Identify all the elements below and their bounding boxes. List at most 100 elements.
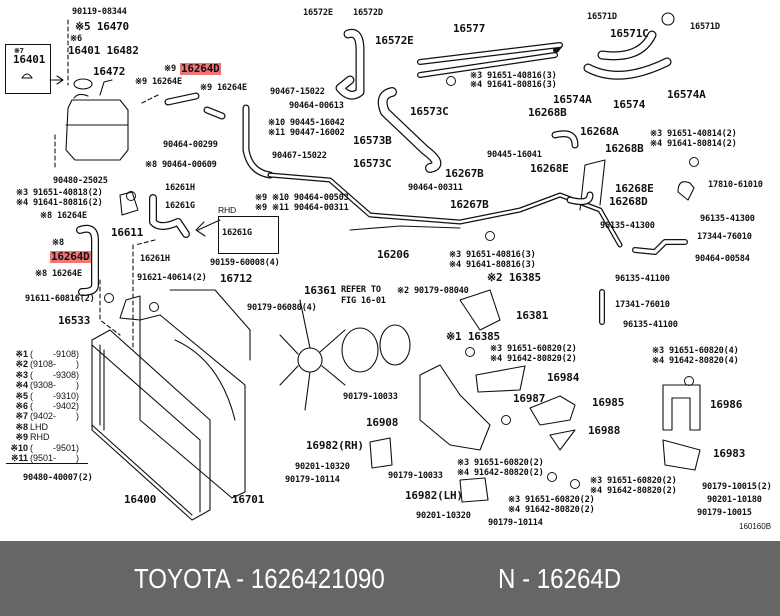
- part-label[interactable]: 16381: [516, 309, 549, 322]
- part-label[interactable]: 16267B: [450, 198, 489, 211]
- part-label[interactable]: 16261G: [165, 201, 195, 211]
- part-label[interactable]: ※5 16470: [75, 20, 129, 33]
- part-label[interactable]: 16206: [377, 248, 410, 261]
- part-label[interactable]: 16574A: [553, 93, 592, 106]
- part-label[interactable]: 90480-40007(2): [23, 473, 93, 483]
- part-label[interactable]: 16573B: [353, 134, 392, 147]
- part-label[interactable]: ※1 16385: [446, 330, 500, 343]
- part-label[interactable]: 90159-60008(4): [210, 258, 280, 268]
- part-label[interactable]: 16572D: [353, 8, 383, 18]
- part-label[interactable]: ※10 90445-16042: [268, 118, 345, 128]
- part-label[interactable]: 90179-10033: [388, 471, 443, 481]
- cap-box-part[interactable]: 16401: [13, 53, 46, 66]
- part-label[interactable]: 16261H: [140, 254, 170, 264]
- part-label[interactable]: 90464-00584: [695, 254, 750, 264]
- part-label[interactable]: ※3 91651-40814(2): [650, 129, 737, 139]
- part-label[interactable]: 16268E: [530, 162, 569, 175]
- highlighted-part-label[interactable]: 16264D: [50, 250, 91, 263]
- part-label[interactable]: 16571D: [587, 12, 617, 22]
- part-label[interactable]: 16712: [220, 272, 253, 285]
- part-label[interactable]: 90480-25025: [53, 176, 108, 186]
- part-label[interactable]: 90179-10114: [488, 518, 543, 528]
- part-label[interactable]: 90179-10015(2): [702, 482, 772, 492]
- part-label[interactable]: 16577: [453, 22, 486, 35]
- part-label[interactable]: FIG 16-01: [341, 296, 386, 306]
- part-label[interactable]: 16574: [613, 98, 646, 111]
- part-label[interactable]: REFER TO: [341, 285, 381, 295]
- part-label[interactable]: ※3 91651-40818(2): [16, 188, 103, 198]
- part-label[interactable]: 91611-60816(2): [25, 294, 95, 304]
- part-label[interactable]: 16572E: [375, 34, 414, 47]
- part-label[interactable]: 90445-16041: [487, 150, 542, 160]
- part-label[interactable]: ※8 16264E: [35, 269, 82, 279]
- part-label[interactable]: 91621-40614(2): [137, 273, 207, 283]
- part-label[interactable]: 16985: [592, 396, 625, 409]
- part-label[interactable]: ※3 91651-60820(2): [508, 495, 595, 505]
- part-label[interactable]: 96135-41100: [615, 274, 670, 284]
- rhd-box-part[interactable]: 16261G: [222, 228, 252, 238]
- part-label[interactable]: 16533: [58, 314, 91, 327]
- part-label[interactable]: ※3 91651-60820(2): [590, 476, 677, 486]
- part-label[interactable]: ※4 91641-80814(2): [650, 139, 737, 149]
- part-label[interactable]: 90179-06080(4): [247, 303, 317, 313]
- part-label[interactable]: ※4 91642-80820(2): [490, 354, 577, 364]
- part-label[interactable]: ※3 91651-60820(4): [652, 346, 739, 356]
- part-label[interactable]: 96135-41100: [623, 320, 678, 330]
- part-label[interactable]: 96135-41300: [700, 214, 755, 224]
- part-label[interactable]: 16268A: [580, 125, 619, 138]
- part-label[interactable]: ※4 91642-80820(2): [508, 505, 595, 515]
- part-label[interactable]: ※4 91641-80816(2): [16, 198, 103, 208]
- part-label[interactable]: 16261H: [165, 183, 195, 193]
- part-label[interactable]: ※4 91641-80816(3): [449, 260, 536, 270]
- part-label[interactable]: 16574A: [667, 88, 706, 101]
- part-label[interactable]: 16611: [111, 226, 144, 239]
- part-label[interactable]: 90467-15022: [270, 87, 325, 97]
- part-label[interactable]: ※3 91651-40816(3): [470, 71, 557, 81]
- part-label[interactable]: 16361: [304, 284, 337, 297]
- part-label[interactable]: 16572E: [303, 8, 333, 18]
- part-label[interactable]: ※9 16264E: [135, 77, 182, 87]
- part-label[interactable]: 90464-00311: [408, 183, 463, 193]
- part-label[interactable]: 16401 16482: [68, 44, 139, 57]
- part-label[interactable]: ※8 90464-00609: [145, 160, 217, 170]
- part-label[interactable]: ※2 90179-08040: [397, 286, 469, 296]
- part-label[interactable]: 16988: [588, 424, 621, 437]
- part-label[interactable]: 16573C: [353, 157, 392, 170]
- part-label[interactable]: 16472: [93, 65, 126, 78]
- part-label[interactable]: 90179-10015: [697, 508, 752, 518]
- part-label[interactable]: ※3 91651-40816(3): [449, 250, 536, 260]
- part-label[interactable]: 90179-10033: [343, 392, 398, 402]
- part-label[interactable]: 16701: [232, 493, 265, 506]
- part-label[interactable]: ※3 91651-60820(2): [490, 344, 577, 354]
- part-label[interactable]: ※8 16264E: [40, 211, 87, 221]
- part-label[interactable]: 16987: [513, 392, 546, 405]
- part-label[interactable]: ※9 16264E: [200, 83, 247, 93]
- part-label[interactable]: 16984: [547, 371, 580, 384]
- part-label[interactable]: 17810-61010: [708, 180, 763, 190]
- part-label[interactable]: 16983: [713, 447, 746, 460]
- part-label[interactable]: ※4 91642-80820(2): [457, 468, 544, 478]
- part-label[interactable]: 16908: [366, 416, 399, 429]
- part-label[interactable]: 90201-10320: [295, 462, 350, 472]
- part-label[interactable]: ※11 90447-16002: [268, 128, 345, 138]
- part-label[interactable]: 16268D: [609, 195, 648, 208]
- part-label[interactable]: 16573C: [410, 105, 449, 118]
- part-label[interactable]: 90201-10180: [707, 495, 762, 505]
- part-label[interactable]: 90119-08344: [72, 7, 127, 17]
- part-label[interactable]: ※9 ※10 90464-00503: [255, 193, 349, 203]
- part-label[interactable]: 96135-41300: [600, 221, 655, 231]
- part-label[interactable]: 16400: [124, 493, 157, 506]
- part-label[interactable]: 16982(LH): [405, 489, 463, 502]
- part-label[interactable]: 90464-00299: [163, 140, 218, 150]
- part-label[interactable]: 16571D: [690, 22, 720, 32]
- part-label[interactable]: 16571C: [610, 27, 649, 40]
- part-label[interactable]: 17341-76010: [615, 300, 670, 310]
- part-label[interactable]: 90467-15022: [272, 151, 327, 161]
- part-label[interactable]: 90464-00613: [289, 101, 344, 111]
- part-label[interactable]: 16268B: [605, 142, 644, 155]
- part-label[interactable]: ※4 91642-80820(2): [590, 486, 677, 496]
- part-label[interactable]: 90201-10320: [416, 511, 471, 521]
- part-label[interactable]: ※4 91641-80816(3): [470, 80, 557, 90]
- part-label[interactable]: ※4 91642-80820(4): [652, 356, 739, 366]
- part-label[interactable]: ※9 ※11 90464-00311: [255, 203, 349, 213]
